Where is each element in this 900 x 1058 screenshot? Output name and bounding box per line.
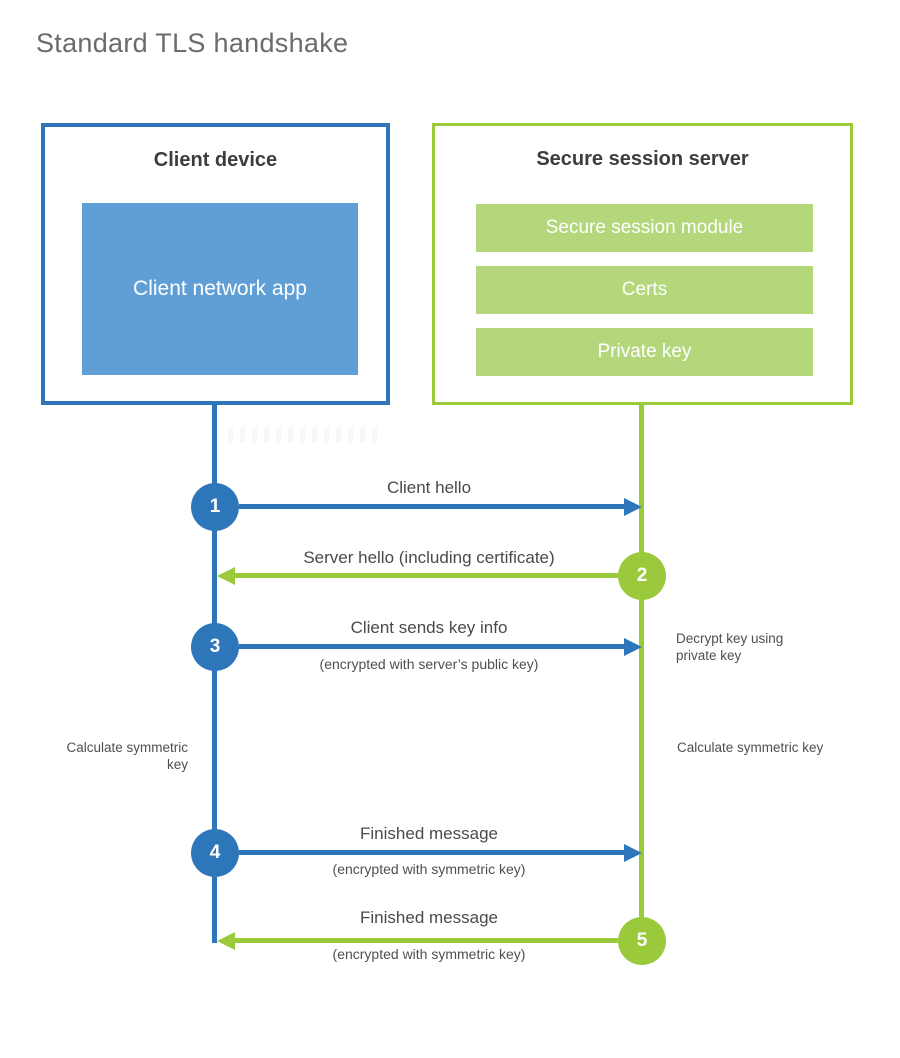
arrow-1-shaft [239, 504, 626, 509]
secure-session-server-title: Secure session server [536, 148, 749, 170]
secure-session-server-box: Secure session server Secure session mod… [432, 123, 853, 405]
step-number: 5 [636, 930, 648, 951]
step-badge-2: 2 [618, 552, 666, 600]
step-badge-3: 3 [191, 623, 239, 671]
calc-symmetric-key-note-left: Calculate symmetric key [66, 740, 188, 772]
server-module-label: Secure session module [545, 217, 744, 238]
client-lifeline [212, 405, 217, 943]
client-network-app-box: Client network app [82, 203, 358, 375]
step-number: 1 [209, 496, 221, 517]
arrow-left-icon [217, 932, 235, 950]
message-sublabel-5: (encrypted with symmetric key) [332, 946, 526, 962]
arrow-3-shaft [239, 644, 626, 649]
arrow-4-shaft [239, 850, 626, 855]
message-label-3: Client sends key info [350, 618, 508, 637]
step-number: 4 [209, 842, 221, 863]
arrow-2-shaft [235, 573, 618, 578]
faint-artifact [228, 427, 384, 442]
step-badge-4: 4 [191, 829, 239, 877]
arrow-5-shaft [235, 938, 618, 943]
server-lifeline [639, 405, 644, 941]
page-title: Standard TLS handshake [36, 28, 349, 58]
server-module-bar: Private key [476, 328, 813, 376]
server-module-bar: Secure session module [476, 204, 813, 252]
step-number: 3 [209, 636, 221, 657]
arrow-right-icon [624, 638, 642, 656]
step-number: 2 [636, 565, 648, 586]
arrow-left-icon [217, 567, 235, 585]
message-label-1: Client hello [386, 478, 472, 497]
decrypt-note: Decrypt key using private key [676, 631, 784, 663]
client-device-box: Client device Client network app [41, 123, 390, 405]
calc-symmetric-key-note-right: Calculate symmetric key [677, 740, 824, 755]
step-badge-1: 1 [191, 483, 239, 531]
arrow-right-icon [624, 844, 642, 862]
arrow-right-icon [624, 498, 642, 516]
server-module-label: Private key [597, 341, 692, 362]
client-network-app-label: Client network app [133, 277, 307, 301]
message-label-4: Finished message [360, 824, 498, 843]
message-sublabel-4: (encrypted with symmetric key) [332, 861, 526, 877]
step-badge-5: 5 [618, 917, 666, 965]
message-label-2: Server hello (including certificate) [303, 548, 555, 567]
message-label-5: Finished message [360, 908, 498, 927]
server-module-label: Certs [621, 279, 668, 300]
message-sublabel-3: (encrypted with server’s public key) [319, 656, 539, 672]
client-device-title: Client device [153, 149, 278, 171]
server-module-bar: Certs [476, 266, 813, 314]
